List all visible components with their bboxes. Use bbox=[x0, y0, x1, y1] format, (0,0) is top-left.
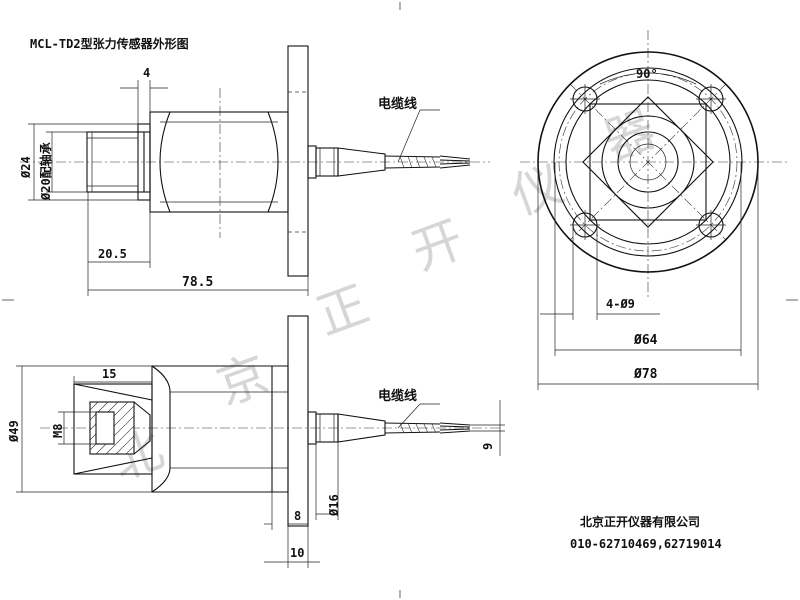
dim-8: 8 bbox=[294, 509, 301, 523]
top-cable-label: 电缆线 bbox=[378, 96, 417, 112]
dim-m8: M8 bbox=[51, 424, 65, 438]
bottom-cable-label: 电缆线 bbox=[378, 388, 417, 404]
dim-10: 10 bbox=[290, 546, 304, 560]
drawing-title: MCL-TD2型张力传感器外形图 bbox=[30, 36, 189, 51]
dim-d49: Ø49 bbox=[7, 420, 21, 443]
dim-9: 9 bbox=[481, 443, 495, 450]
dim-d24: Ø24 bbox=[19, 156, 33, 179]
watermark-char-4: 开 bbox=[404, 210, 471, 282]
watermark-char-3: 正 bbox=[309, 275, 376, 347]
end-view: 90° 4-Ø9 Ø64 Ø78 bbox=[520, 30, 790, 390]
company-phone: 010-62710469,62719014 bbox=[570, 537, 722, 551]
dim-d78: Ø78 bbox=[633, 367, 658, 382]
watermark: 北 京 正 开 仪 器 bbox=[104, 100, 663, 492]
dim-4-holes: 4-Ø9 bbox=[606, 297, 635, 311]
dim-d20-bearing: Ø20配轴承 bbox=[38, 142, 53, 201]
dim-78-5: 78.5 bbox=[182, 275, 213, 290]
dim-4: 4 bbox=[143, 66, 150, 80]
top-side-view: 电缆线 4 Ø24 Ø20配轴承 20.5 78.5 bbox=[19, 45, 490, 296]
watermark-char-2: 京 bbox=[209, 345, 276, 417]
angle-90: 90° bbox=[636, 67, 658, 81]
dim-15: 15 bbox=[102, 367, 116, 381]
bottom-side-view: 电缆线 15 Ø49 M8 9 Ø16 8 10 bbox=[7, 315, 505, 568]
dim-d64: Ø64 bbox=[633, 333, 658, 348]
watermark-char-6: 器 bbox=[596, 100, 663, 172]
dim-20-5: 20.5 bbox=[98, 247, 127, 261]
dim-d16: Ø16 bbox=[327, 494, 341, 517]
company-name: 北京正开仪器有限公司 bbox=[580, 514, 700, 529]
